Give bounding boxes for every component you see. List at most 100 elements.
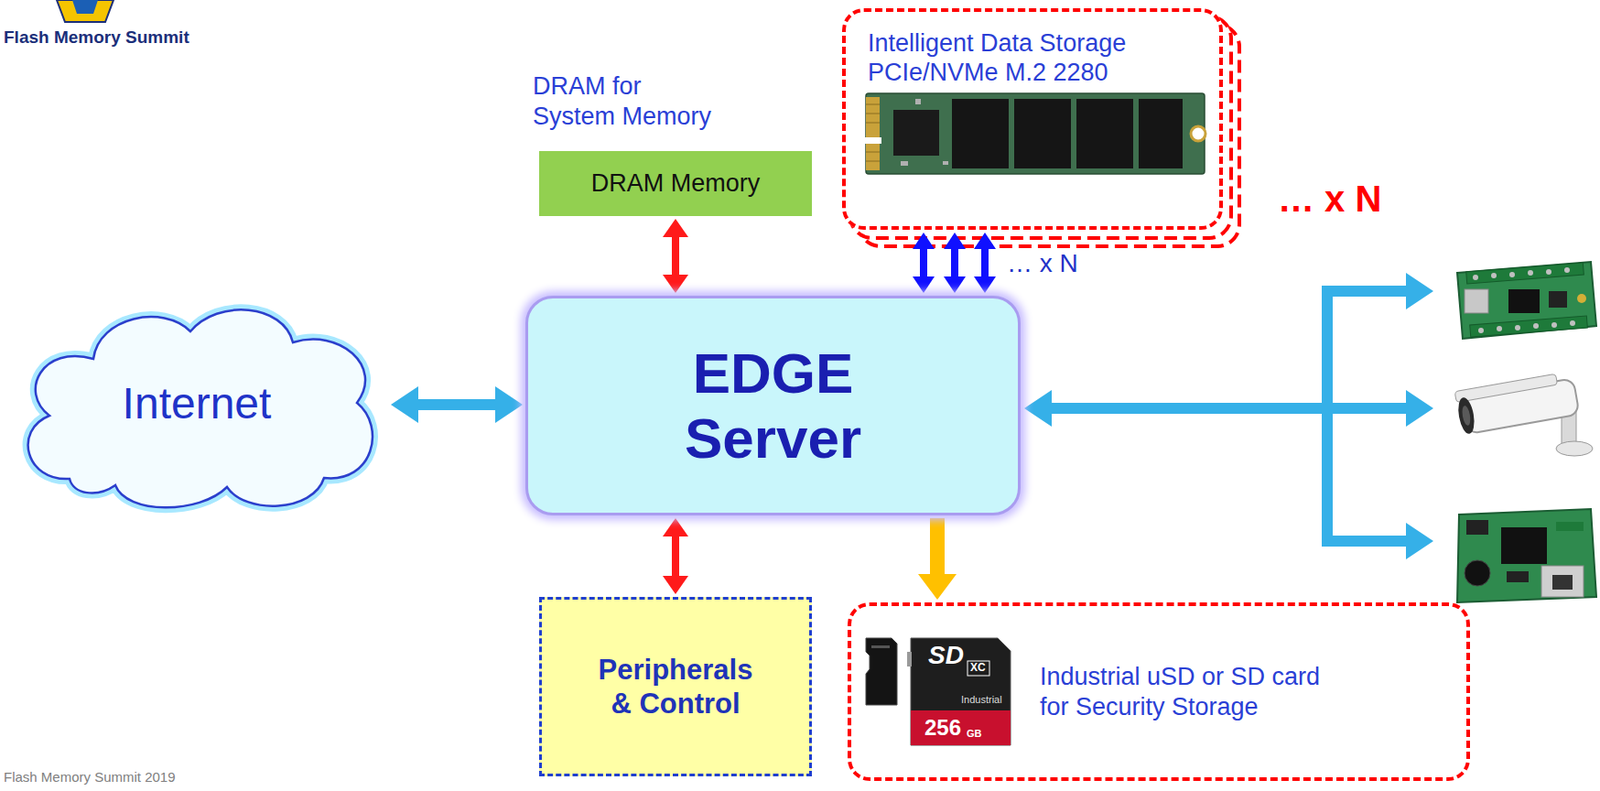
arrow-head [390, 386, 419, 423]
device-link-arrows [1024, 272, 1434, 560]
storage-stack-outline [842, 8, 1240, 247]
arrow-head [943, 276, 966, 293]
m2-ssd-illustration [1014, 98, 1071, 169]
io-board-illustration [1509, 271, 1515, 278]
arrow-head [912, 276, 935, 293]
m2-ssd-illustration [893, 109, 940, 156]
storage-link [912, 232, 935, 293]
internet-link [390, 386, 523, 423]
device-link-arrows [1327, 402, 1407, 414]
logo-text: Flash Memory Summit [3, 27, 190, 48]
cloud-shape [28, 309, 373, 508]
io-board-illustration [1548, 291, 1568, 308]
sd-card-illustration [910, 637, 1011, 746]
storage-label: Intelligent Data Storage PCIe/NVMe M.2 2… [867, 28, 1161, 88]
network-board-illustration [1457, 508, 1597, 603]
io-board-illustration [1457, 261, 1597, 339]
arrow-head [943, 232, 966, 249]
io-board-illustration [1514, 324, 1521, 331]
peripheral-bus [662, 518, 689, 595]
network-board-illustration [1501, 527, 1547, 564]
device-link-arrows [1321, 535, 1407, 547]
sd-card-illustration [907, 651, 912, 667]
arrow-head [918, 573, 957, 600]
io-board-illustration [1464, 289, 1489, 314]
io-board-illustration [1564, 267, 1570, 273]
sd-label: Industrial uSD or SD card for Security S… [1039, 661, 1342, 722]
multiplier-note: … x N [1277, 177, 1382, 220]
connector-line [671, 236, 680, 276]
m2-ssd-illustration [865, 97, 880, 171]
m2-ssd-illustration [915, 98, 921, 105]
device-link-arrows [1405, 522, 1434, 560]
io-board-illustration [1478, 327, 1484, 334]
device-link-arrows [1405, 272, 1434, 310]
io-board-illustration [1466, 262, 1585, 284]
arrow-head [495, 386, 523, 423]
m2-ssd-illustration [865, 122, 880, 124]
m2-ssd-illustration [942, 161, 949, 165]
connector-line [981, 248, 989, 278]
sd-card-illustration [907, 637, 1011, 746]
memory-box: DRAM for System MemoryDRAM Memory [539, 151, 812, 217]
storage-link [943, 232, 966, 293]
peripherals-label: Peripherals & Control [591, 652, 761, 721]
arrow-head [662, 518, 689, 537]
m2-ssd-illustration [1190, 126, 1206, 141]
microsd-card-illustration [865, 637, 898, 705]
arrow-head [662, 575, 689, 595]
io-board-illustration [1457, 261, 1597, 339]
io-board-illustration [1569, 320, 1576, 326]
microsd-card-illustration [871, 645, 890, 649]
connector-line [919, 248, 928, 278]
connector-line [929, 518, 945, 575]
device-link-arrows [1405, 389, 1434, 427]
card-capacity-unit: GB [966, 727, 983, 740]
logo-emblem [56, 0, 114, 22]
storage-module-box: Intelligent Data Storage PCIe/NVMe M.2 2… [842, 8, 1223, 230]
network-board-illustration [1552, 574, 1573, 590]
arrow-head [662, 218, 689, 238]
device-link-arrows [1321, 285, 1333, 547]
network-board-illustration [1464, 560, 1491, 586]
m2-ssd-illustration [865, 151, 880, 153]
io-board-illustration [1496, 325, 1503, 332]
connector-line [951, 248, 959, 278]
multiplier-note: … x N [1006, 248, 1079, 279]
m2-ssd-illustration [863, 137, 882, 144]
sd-card-illustration [967, 660, 990, 676]
memory-heading: DRAM for System Memory [532, 71, 721, 131]
io-board-illustration [1533, 323, 1539, 329]
network-board-illustration [1541, 565, 1584, 597]
security-camera-illustration [1454, 370, 1579, 435]
security-camera-illustration [1460, 404, 1472, 426]
connector-line [671, 535, 680, 577]
arrow-head [973, 232, 996, 249]
io-board-illustration [1545, 269, 1552, 275]
card-logo-suffix: XC [970, 661, 986, 675]
microsd-card-illustration [865, 637, 898, 705]
footer-text: Flash Memory Summit 2019 [3, 768, 176, 785]
arrow-head [973, 276, 996, 293]
io-board-illustration [1551, 322, 1557, 328]
security-camera-illustration [1454, 370, 1593, 456]
io-board-illustration [1508, 289, 1540, 314]
m2-ssd-illustration [900, 161, 909, 166]
m2-ssd-illustration [865, 161, 880, 163]
connector-line [417, 399, 497, 411]
logo-emblem [56, 0, 114, 22]
server-label: EDGE Server [654, 340, 893, 472]
device-link-arrows [1024, 389, 1052, 427]
io-board-illustration [1470, 315, 1589, 337]
m2-ssd-illustration [1076, 98, 1134, 169]
network-board-illustration [1556, 521, 1584, 531]
security-camera-illustration [1454, 373, 1557, 402]
cloud-label: Internet [122, 377, 272, 431]
network-board-illustration [1457, 508, 1597, 603]
server-box: EDGE Server [525, 295, 1021, 516]
logo-emblem [72, 0, 98, 14]
card-logo: SD [928, 640, 964, 671]
card-capacity: 256 [924, 714, 962, 741]
memory-label: DRAM Memory [591, 168, 761, 198]
